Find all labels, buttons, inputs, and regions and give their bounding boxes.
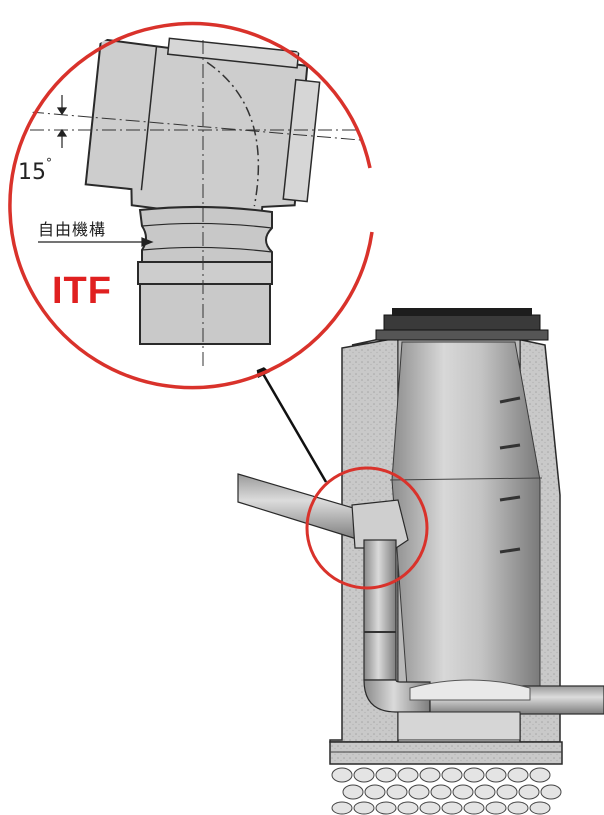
gravel-bed bbox=[331, 767, 562, 815]
inner-cone bbox=[391, 341, 541, 701]
drop-pipe bbox=[363, 539, 397, 681]
ladder-steps bbox=[499, 396, 521, 554]
mechanism-pointer bbox=[38, 237, 154, 247]
highlight-circle bbox=[305, 466, 429, 590]
base-slab bbox=[329, 741, 563, 765]
detail-circle-outline bbox=[8, 21, 374, 390]
detail-view bbox=[8, 18, 374, 390]
angle-value: 15 bbox=[18, 160, 46, 185]
angle-label: 15° bbox=[18, 156, 52, 185]
manhole-section bbox=[237, 308, 604, 815]
mechanism-label: 自由機構 bbox=[38, 220, 107, 239]
angle-arrow-icon bbox=[56, 95, 68, 148]
detail-flex-joint bbox=[138, 205, 273, 266]
pointer-arrow-icon bbox=[255, 360, 328, 483]
tee-fitting bbox=[351, 499, 409, 549]
detail-lower-pipe bbox=[137, 261, 273, 285]
brand-label: ITF bbox=[52, 270, 112, 312]
angle-unit: ° bbox=[46, 156, 52, 170]
